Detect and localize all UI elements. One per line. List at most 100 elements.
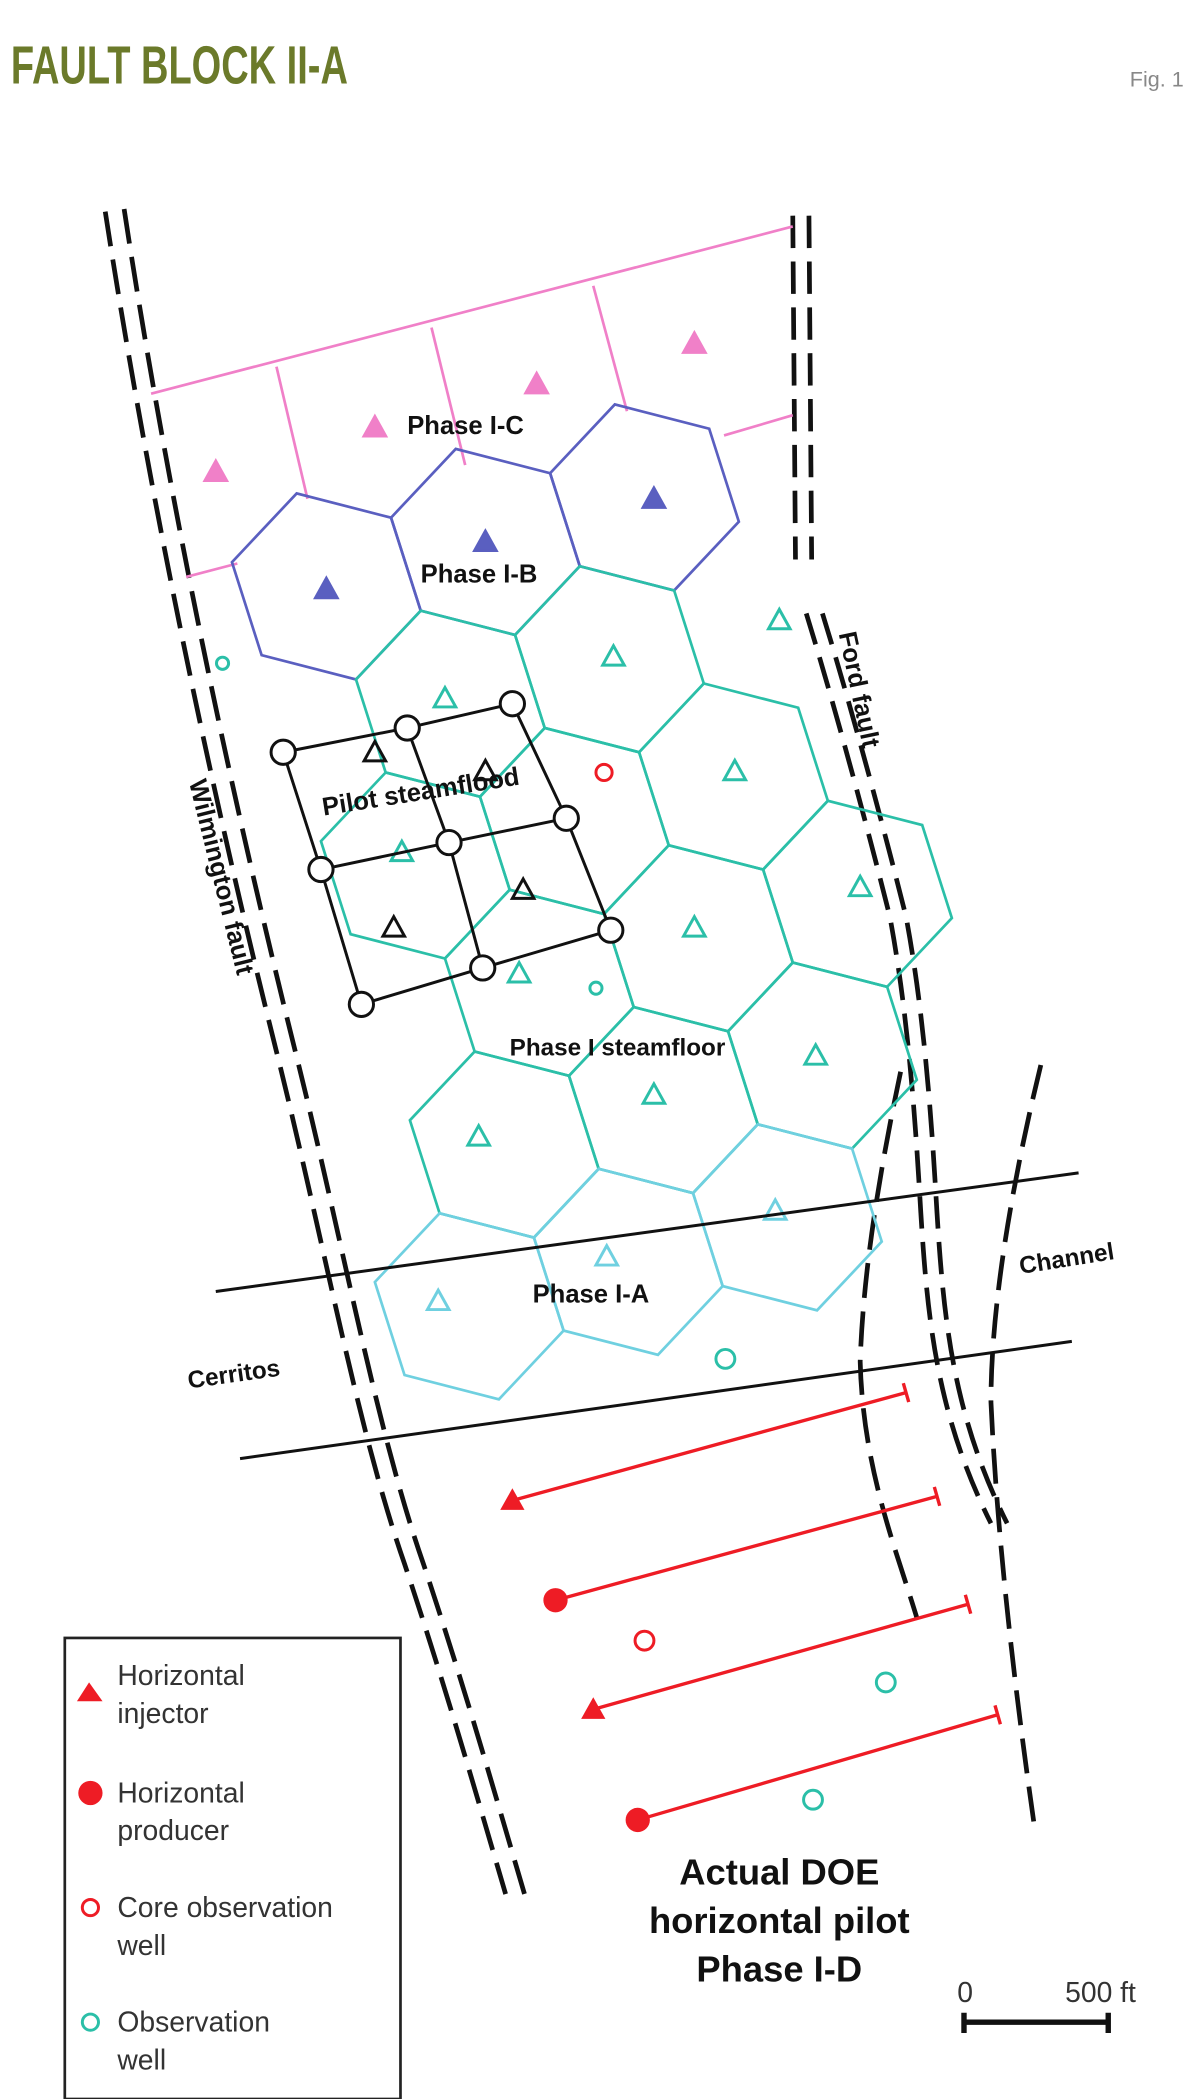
observation-well bbox=[802, 1788, 824, 1811]
open-circle-red-icon bbox=[80, 1897, 100, 1918]
open-triangle-icon bbox=[424, 1287, 452, 1312]
open-triangle-icon bbox=[465, 1122, 492, 1147]
well-end-tick bbox=[993, 1704, 1003, 1725]
filled-triangle-icon bbox=[681, 329, 708, 354]
label-phase-ia: Phase I-A bbox=[533, 1280, 650, 1308]
legend-item-observation: Observation well bbox=[80, 2006, 270, 2075]
hex-cell bbox=[761, 799, 954, 989]
well-end-tick bbox=[932, 1486, 942, 1507]
label-pilot-steamflood: Pilot steamflood bbox=[320, 763, 521, 822]
open-circle-teal-icon bbox=[80, 2012, 100, 2032]
open-triangle-icon bbox=[431, 684, 459, 709]
injector-triangles bbox=[202, 329, 874, 1312]
horizontal-wells bbox=[500, 1382, 1003, 1833]
legend-label: Horizontal bbox=[117, 1776, 244, 1808]
legend-item-core-observation: Core observation well bbox=[80, 1891, 333, 1961]
figure-title: Fault block II-A bbox=[11, 36, 348, 96]
filled-triangle-icon bbox=[361, 413, 389, 438]
scale-max: 500 ft bbox=[1065, 1976, 1136, 2008]
horizontal-well-path bbox=[555, 1494, 938, 1602]
core-observation-well bbox=[633, 1629, 656, 1652]
label-phase-ib: Phase I-B bbox=[421, 560, 538, 588]
horizontal-well-path bbox=[511, 1390, 907, 1503]
legend-label: producer bbox=[117, 1814, 229, 1846]
well-end-tick bbox=[901, 1382, 911, 1403]
cerritos-lines bbox=[215, 1171, 1079, 1461]
horizontal-well-path bbox=[637, 1713, 999, 1822]
label-phase-i-steamflood: Phase I steamfloor bbox=[510, 1035, 726, 1062]
legend-label: well bbox=[116, 1929, 166, 1961]
phase-ic-grid bbox=[150, 225, 794, 579]
open-triangle-icon bbox=[505, 959, 533, 984]
core-observation-well bbox=[594, 762, 614, 783]
label-channel: Channel bbox=[1017, 1238, 1116, 1280]
label-phase-ic: Phase I-C bbox=[407, 412, 524, 440]
open-triangle-icon bbox=[765, 606, 793, 631]
pilot-well-circle bbox=[307, 855, 335, 884]
filled-triangle-icon bbox=[76, 1682, 103, 1702]
legend-item-producer: Horizontal producer bbox=[78, 1776, 245, 1846]
observation-wells bbox=[214, 655, 897, 1811]
horizontal-well-path bbox=[592, 1602, 969, 1712]
ford-fault-lines bbox=[790, 215, 1010, 1525]
figure-number: Fig. 1 bbox=[1130, 66, 1184, 91]
label-ford-fault: Ford fault bbox=[833, 629, 885, 751]
observation-well bbox=[214, 655, 231, 671]
label-doe-2: horizontal pilot bbox=[649, 1900, 910, 1941]
horizontal-injector-icon bbox=[581, 1697, 606, 1719]
pilot-well-circle bbox=[469, 954, 497, 982]
horizontal-producer-icon bbox=[625, 1807, 650, 1833]
pilot-grid bbox=[269, 690, 625, 1018]
horizontal-injector-icon bbox=[500, 1488, 525, 1510]
pilot-well-circle bbox=[552, 804, 580, 832]
channel-fault-lines bbox=[857, 1064, 1044, 1834]
pattern-hexes bbox=[230, 402, 954, 1401]
hex-cell bbox=[513, 564, 706, 754]
open-triangle-icon bbox=[509, 875, 537, 900]
filled-triangle-icon bbox=[313, 575, 340, 600]
open-triangle-icon bbox=[600, 642, 627, 667]
open-triangle-icon bbox=[721, 757, 749, 782]
hex-cell bbox=[637, 681, 830, 872]
hex-cell bbox=[548, 402, 741, 592]
pilot-well-circle bbox=[393, 714, 421, 742]
horizontal-producer-icon bbox=[543, 1588, 568, 1613]
label-cerritos: Cerritos bbox=[186, 1355, 282, 1395]
hex-cell bbox=[691, 1122, 884, 1312]
wilmington-fault-lines bbox=[102, 208, 527, 1895]
open-triangle-icon bbox=[681, 913, 708, 938]
open-triangle-icon bbox=[802, 1041, 830, 1066]
legend-label: Observation bbox=[117, 2006, 270, 2038]
filled-circle-icon bbox=[78, 1780, 103, 1806]
pilot-well-circle bbox=[435, 828, 463, 857]
pilot-well-circle bbox=[498, 690, 526, 718]
open-triangle-icon bbox=[361, 738, 389, 763]
legend-label: injector bbox=[117, 1697, 208, 1729]
legend-item-injector: Horizontal injector bbox=[76, 1659, 245, 1729]
filled-triangle-icon bbox=[472, 528, 499, 553]
scale-bar: 0 500 ft bbox=[957, 1976, 1136, 2033]
filled-triangle-icon bbox=[640, 484, 668, 509]
open-triangle-icon bbox=[640, 1080, 668, 1105]
well-end-tick bbox=[963, 1594, 973, 1615]
open-triangle-icon bbox=[593, 1242, 621, 1267]
open-triangle-icon bbox=[761, 1196, 789, 1221]
pilot-well-circle bbox=[269, 738, 297, 766]
scale-zero: 0 bbox=[957, 1976, 973, 2008]
label-doe-1: Actual DOE bbox=[679, 1852, 879, 1893]
observation-well bbox=[588, 980, 604, 996]
legend-label: Horizontal bbox=[117, 1659, 244, 1691]
legend-label: Core observation bbox=[117, 1891, 333, 1923]
label-doe-3: Phase I-D bbox=[696, 1949, 862, 1990]
open-triangle-icon bbox=[846, 873, 874, 898]
pilot-well-circle bbox=[597, 916, 625, 944]
legend: Horizontal injector Horizontal producer … bbox=[63, 1636, 402, 2099]
observation-well bbox=[714, 1347, 737, 1370]
legend-label: well bbox=[116, 2043, 166, 2075]
filled-triangle-icon bbox=[523, 370, 550, 395]
observation-well bbox=[874, 1671, 897, 1694]
filled-triangle-icon bbox=[202, 457, 230, 482]
pilot-well-circle bbox=[347, 990, 376, 1018]
open-triangle-icon bbox=[472, 757, 499, 782]
